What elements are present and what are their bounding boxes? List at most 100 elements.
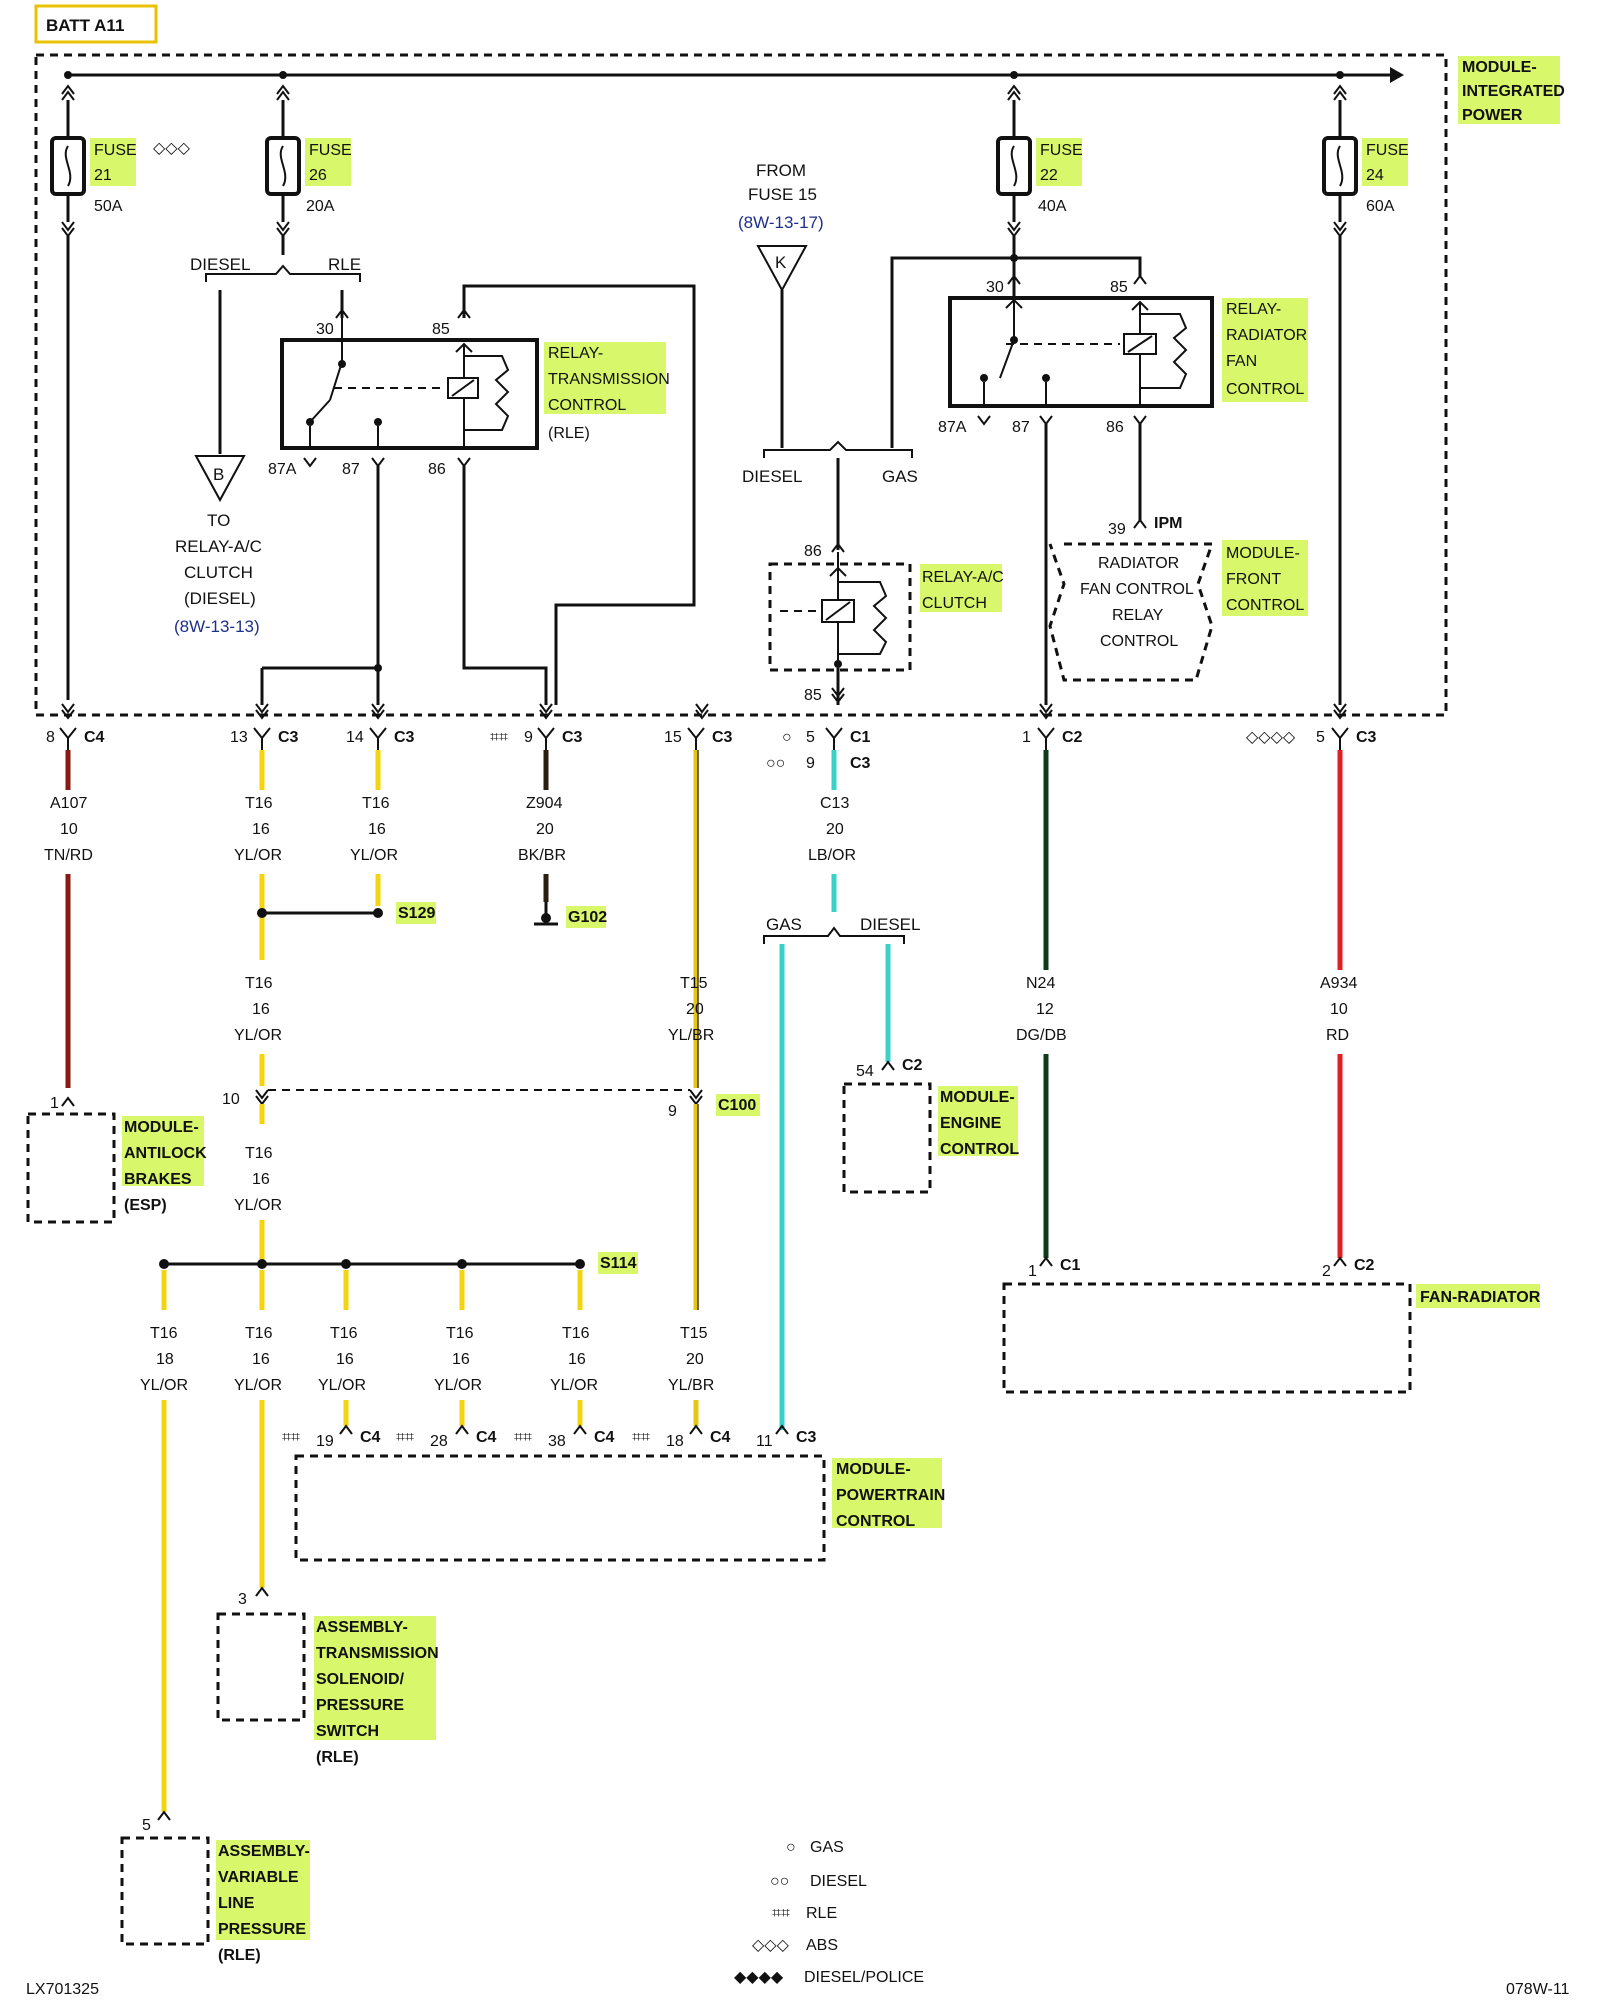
t16a-color: YL/OR [234,847,282,864]
legend-diesel-police-sym: ◆◆◆◆ [734,1969,784,1986]
connector-k-triangle [756,245,808,293]
ground-g102: G102 [568,909,607,926]
pcm-sym-38: ⌗⌗ [514,1429,532,1446]
pcm-sym-28: ⌗⌗ [396,1429,414,1446]
t16c-circuit: T16 [245,975,273,992]
rrfc-pin-86: 86 [1106,419,1124,436]
conn-t15-name: C3 [712,729,733,746]
wire-labels-row-4: T16 18 YL/OR T16 16 YL/OR T16 16 YL/OR T… [140,1325,714,1394]
t16d-circuit: T16 [245,1145,273,1162]
conn-t16b-pin: 14 [346,729,364,746]
fan-conn-1: C1 [1060,1257,1081,1274]
tsps-label-6: (RLE) [316,1749,359,1766]
fcm-text-3: RELAY [1112,607,1164,624]
a934-color: RD [1326,1027,1349,1044]
splice-s114: S114 [600,1255,637,1272]
ipm-label-1: MODULE- [1462,59,1537,76]
a934-gauge: 10 [1330,1001,1348,1018]
rtc-pin-87a: 87A [268,461,297,478]
c100-pin-10: 10 [222,1091,240,1108]
b1-circuit: T16 [150,1325,178,1342]
pcm-conn-38: C4 [594,1429,615,1446]
conn-c13-sym2: ○○ [766,755,785,772]
fuse-24-l2: 24 [1366,167,1384,184]
b1-color: YL/OR [140,1377,188,1394]
z904-color: BK/BR [518,847,566,864]
conn-c13-sym1: ○ [782,729,792,746]
page-ref: 078W-11 [1506,1981,1570,1998]
vlp-pin: 5 [142,1817,151,1834]
rrfc-label-2: RADIATOR [1226,327,1307,344]
relay-radiator-fan-control: 30 85 87A 87 86 RELAY- RADIATOR FAN CONT… [938,274,1308,436]
split-diesel2-label: DIESEL [742,467,802,486]
to-relay-l3: CLUTCH [184,563,253,582]
conn-a934-sym: ◇◇◇◇ [1246,729,1296,746]
pcm-conn-11: C3 [796,1429,817,1446]
rtc-85-feed [462,284,696,705]
assembly-variable-line-pressure: 5 ASSEMBLY- VARIABLE LINE PRESSURE (RLE) [120,1810,310,1964]
relay-transmission-control: 30 85 87A 87 86 RELAY- TRANSMISSION CONT… [268,284,696,705]
fuse-26-l2: 26 [309,167,327,184]
bus-arrow-icon [1390,67,1404,83]
conn-z904-name: C3 [562,729,583,746]
t16b-gauge: 16 [368,821,386,838]
fuse-24-amp: 60A [1366,198,1395,215]
relay-ac-clutch: 86 85 RELAY-A/C CLUTCH [768,542,1004,705]
rrfc-label-1: RELAY- [1226,301,1281,318]
fuse-21-more: ◇◇◇ [153,140,191,157]
z904-gauge: 20 [536,821,554,838]
n24-color: DG/DB [1016,1027,1067,1044]
module-front-control: 39 IPM RADIATOR FAN CONTROL RELAY CONTRO… [1048,515,1308,682]
b3-circuit: T16 [330,1325,358,1342]
conn-t15-pin: 15 [664,729,682,746]
to-relay-l1: TO [207,511,230,530]
pcm-pin-19: 19 [316,1433,334,1450]
fuse-24: FUSE 24 60A [1322,71,1409,705]
fuse-22-l2: 22 [1040,167,1058,184]
rtc-label-4: (RLE) [548,425,590,442]
ipm-highlight [1458,56,1560,124]
t16c-gauge: 16 [252,1001,270,1018]
to-relay-l2: RELAY-A/C [175,537,262,556]
fan-pin-2: 2 [1322,1263,1331,1280]
tsps-label-5: SWITCH [316,1723,379,1740]
fcm-label-2: FRONT [1226,571,1281,588]
conn-c13-pin1: 5 [806,729,815,746]
connector-b-triangle [194,455,246,503]
split-rle-label: RLE [328,255,361,274]
conn-c13-pin2: 9 [806,755,815,772]
a107-gauge: 10 [60,821,78,838]
b5-color: YL/OR [550,1377,598,1394]
module-antilock-brakes: 1 MODULE- ANTILOCK BRAKES (ESP) [26,1095,207,1224]
conn-c13-name1: C1 [850,729,871,746]
t16a-gauge: 16 [252,821,270,838]
t16b-circuit: T16 [362,795,390,812]
n24-gauge: 12 [1036,1001,1054,1018]
ipm-output-connectors [61,668,1347,720]
vlp-label-1: ASSEMBLY- [218,1843,310,1860]
fcm-text-2: FAN CONTROL [1080,581,1194,598]
conn-t16a-pin: 13 [230,729,248,746]
c13-gauge: 20 [826,821,844,838]
from-fuse-l2: FUSE 15 [748,185,817,204]
pcm-pin-38: 38 [548,1433,566,1450]
conn-z904-sym: ⌗⌗ [490,729,508,746]
legend: ○ GAS ○○ DIESEL ⌗⌗ RLE ◇◇◇ ABS ◆◆◆◆ DIES… [734,1839,924,1986]
ipm-boundary [34,53,1448,717]
rtc-pin-87: 87 [342,461,360,478]
pcm-conn-18: C4 [710,1429,731,1446]
tsps-pin: 3 [238,1591,247,1608]
b2-color: YL/OR [234,1377,282,1394]
b3-color: YL/OR [318,1377,366,1394]
b5-circuit: T16 [562,1325,590,1342]
c13-split-diesel: DIESEL [860,915,920,934]
b5-gauge: 16 [568,1351,586,1368]
fuse-26-amp: 20A [306,198,335,215]
to-relay-ref: (8W-13-13) [174,617,260,636]
fuse-26: FUSE 26 20A [265,71,352,255]
fuse-21-l2: 21 [94,167,112,184]
split-diesel-label: DIESEL [190,255,250,274]
rrfc-label-4: CONTROL [1226,381,1304,398]
c13-color: LB/OR [808,847,856,864]
